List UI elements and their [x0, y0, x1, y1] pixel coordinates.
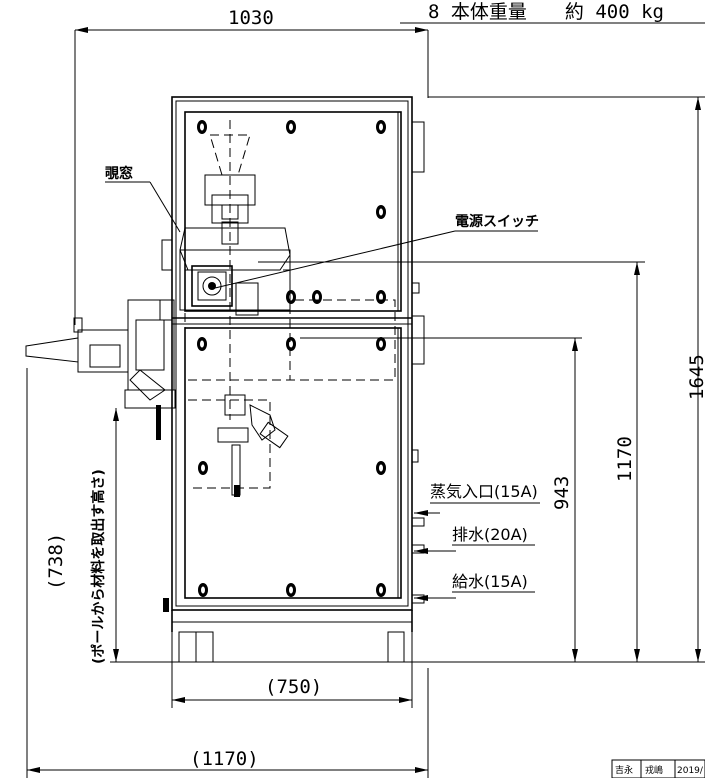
title-block: 吉永 戎嶋 2019/: [611, 759, 705, 778]
dimension-1645-label: 1645: [686, 354, 705, 400]
dimension-943-label: 943: [551, 476, 573, 510]
label-steam-inlet: 蒸気入口(15A): [430, 482, 538, 501]
dimension-750-label: (750): [265, 676, 322, 698]
dimension-1170-label: 1170: [614, 436, 636, 482]
dimension-overall-label: (1170): [190, 748, 259, 770]
weight-note-text: 8 本体重量 約 400 kg: [428, 1, 664, 23]
cabinet: [159, 96, 425, 663]
dimension-750: (750): [171, 632, 413, 708]
weight-note: 8 本体重量 約 400 kg: [400, 1, 705, 24]
label-power-switch-text: 電源スイッチ: [455, 213, 539, 230]
dimension-738-label: (738): [45, 533, 67, 590]
dimension-738: (738) (ポールから材料を取出す高さ): [45, 408, 119, 664]
label-window: 覗窓: [105, 165, 181, 233]
title-block-cell-1: 吉永: [615, 764, 633, 776]
dimension-overall: (1170): [26, 368, 429, 778]
label-drain: 排水(20A): [452, 525, 528, 544]
label-water-supply: 給水(15A): [452, 572, 528, 591]
mechanism: [25, 120, 396, 497]
dimension-1030: 1030: [74, 7, 429, 325]
dimension-1170: 1170: [258, 261, 645, 662]
dimension-1645: 1645: [428, 96, 705, 662]
title-block-cell-3: 2019/: [677, 766, 704, 776]
title-block-cell-2: 戎嶋: [645, 764, 663, 776]
bolts: [197, 120, 386, 597]
label-window-text: 覗窓: [105, 165, 133, 182]
dimension-1030-label: 1030: [228, 7, 274, 29]
dimension-738-note: (ポールから材料を取出す高さ): [90, 469, 107, 664]
right-labels: 蒸気入口(15A) 排水(20A) 給水(15A): [414, 482, 540, 601]
label-power-switch: 電源スイッチ: [214, 213, 539, 289]
dimension-943: 943: [300, 337, 582, 662]
